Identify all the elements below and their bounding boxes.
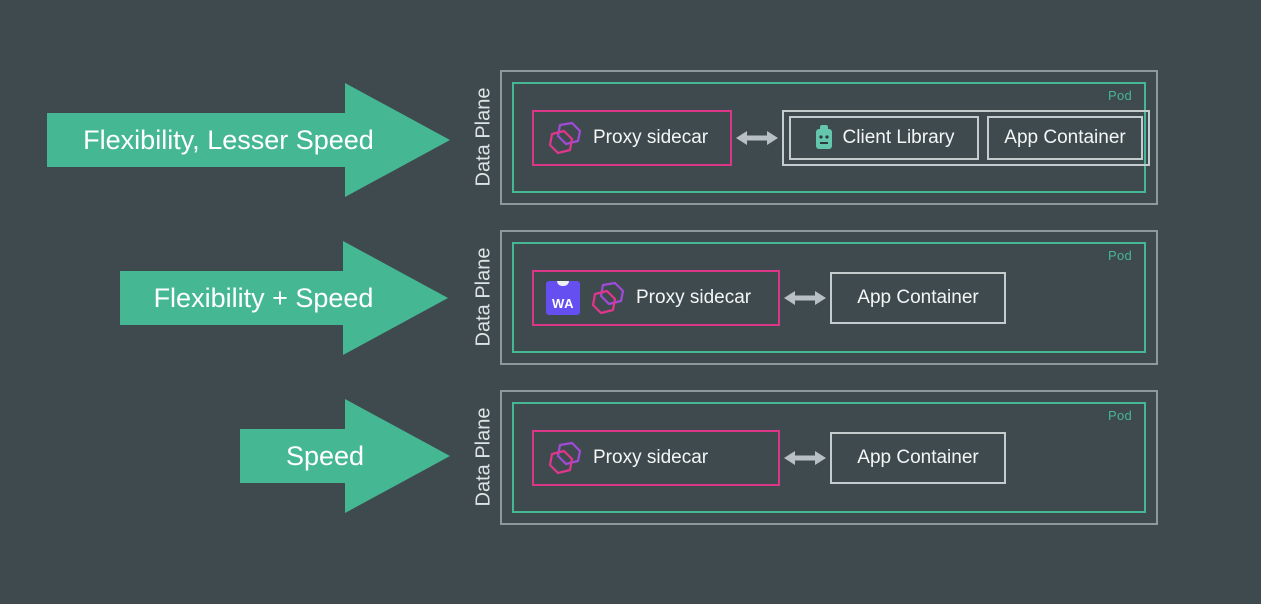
pod-content: WA Proxy sidecar App Container <box>514 244 1144 351</box>
app-container-label: App Container <box>1004 126 1126 148</box>
arrow-body <box>120 271 344 325</box>
arrow-body <box>240 429 346 483</box>
app-container-box: App Container <box>830 431 1006 484</box>
proxy-sidecar-label: Proxy sidecar <box>593 446 709 468</box>
data-plane-box: Pod Proxy sidecar App Container <box>500 390 1158 525</box>
app-container-label: App Container <box>857 286 979 308</box>
arrow-flexibility-lesser-speed: Flexibility, Lesser Speed <box>47 83 450 197</box>
arrow-body <box>47 113 346 167</box>
arrow-head-icon <box>345 399 450 513</box>
proxy-sidecar-box: WA Proxy sidecar <box>532 269 780 326</box>
envoy-proxy-icon <box>548 121 582 154</box>
pod-label: Pod <box>1107 88 1132 103</box>
bidirectional-arrow-icon <box>784 450 826 465</box>
app-container-label: App Container <box>857 446 979 468</box>
client-library-label: Client Library <box>842 126 955 148</box>
client-library-icon <box>815 124 832 149</box>
container-group-box: Client Library App Container <box>782 109 1150 166</box>
webassembly-label: WA <box>552 295 574 311</box>
arrow-label: Flexibility + Speed <box>153 282 374 313</box>
arrow-label: Flexibility, Lesser Speed <box>83 124 374 155</box>
app-container-box: App Container <box>987 115 1143 160</box>
bidirectional-arrow-icon <box>784 290 826 305</box>
arrow-flexibility-plus-speed: Flexibility + Speed <box>120 241 448 355</box>
client-library-box: Client Library <box>789 115 979 160</box>
arrow-label: Speed <box>285 440 365 471</box>
data-plane-label: Data Plane <box>472 247 495 347</box>
arrow-head-icon <box>345 83 450 197</box>
webassembly-icon: WA <box>546 280 580 315</box>
pod-label: Pod <box>1107 248 1132 263</box>
pod-label: Pod <box>1107 408 1132 423</box>
pod-box: Pod WA Proxy sidecar <box>512 242 1146 353</box>
proxy-sidecar-box: Proxy sidecar <box>532 109 732 166</box>
pod-box: Pod Proxy sidecar App Container <box>512 402 1146 513</box>
proxy-sidecar-label: Proxy sidecar <box>636 286 752 308</box>
proxy-sidecar-label: Proxy sidecar <box>593 126 709 148</box>
arrow-head-icon <box>343 241 448 355</box>
envoy-proxy-icon <box>548 441 582 474</box>
data-plane-box: Pod WA Proxy sidecar <box>500 230 1158 365</box>
pod-box: Pod Proxy sidecar <box>512 82 1150 193</box>
data-plane-label: Data Plane <box>472 407 495 507</box>
pod-content: Proxy sidecar App Container <box>514 404 1144 511</box>
envoy-proxy-icon <box>591 281 625 314</box>
proxy-sidecar-box: Proxy sidecar <box>532 429 780 486</box>
arrow-speed: Speed <box>240 399 450 513</box>
app-container-box: App Container <box>830 271 1006 324</box>
data-plane-label: Data Plane <box>472 87 495 187</box>
pod-content: Proxy sidecar <box>514 84 1150 191</box>
bidirectional-arrow-icon <box>736 130 778 145</box>
data-plane-box: Pod Proxy sidecar <box>500 70 1158 205</box>
